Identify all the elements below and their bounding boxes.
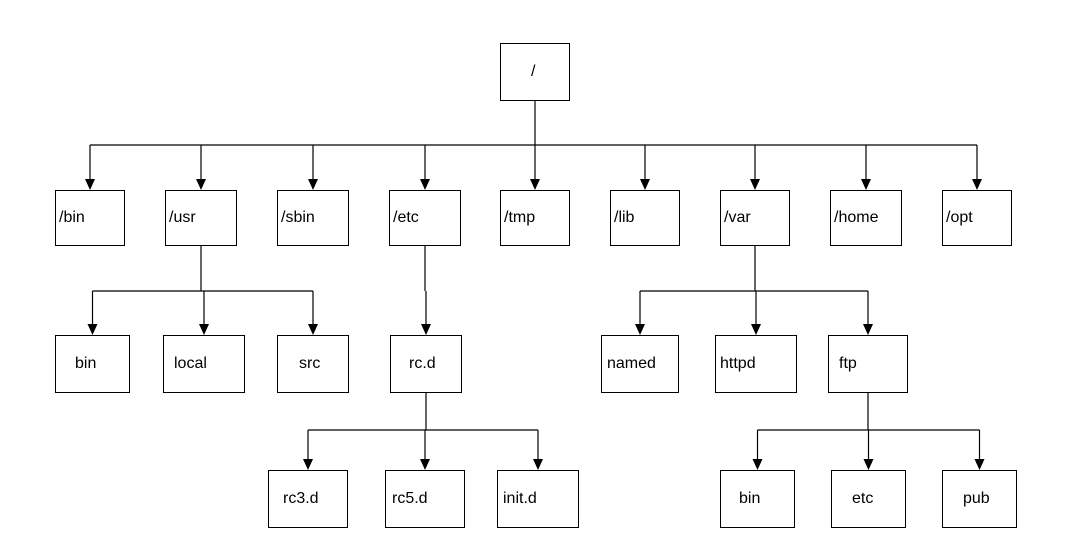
arrowhead-mark <box>308 179 318 190</box>
node-label: /bin <box>59 209 85 226</box>
arrowhead-mark <box>87 324 98 335</box>
node-rc3d: rc3.d <box>268 470 348 528</box>
node-etc-rcd: rc.d <box>390 335 462 393</box>
node-label: bin <box>75 355 97 372</box>
node-label: ftp <box>839 355 857 372</box>
node-var: /var <box>720 190 790 246</box>
arrowhead-mark <box>533 459 543 470</box>
node-label: rc.d <box>409 355 436 372</box>
node-tmp: /tmp <box>500 190 570 246</box>
node-var-named: named <box>601 335 679 393</box>
arrowhead-mark <box>863 459 874 470</box>
node-label: /usr <box>169 209 196 226</box>
arrowhead-mark <box>421 324 431 335</box>
node-ftp-etc: etc <box>831 470 906 528</box>
arrowhead-mark <box>303 459 313 470</box>
arrowhead-mark <box>750 179 760 190</box>
arrowhead-mark <box>196 179 206 190</box>
node-usr-bin: bin <box>55 335 130 393</box>
node-label: /etc <box>393 209 419 226</box>
arrowhead-mark <box>640 179 650 190</box>
node-etc: /etc <box>389 190 461 246</box>
node-label: /sbin <box>281 209 315 226</box>
node-label: pub <box>963 490 990 507</box>
node-ftp-pub: pub <box>942 470 1017 528</box>
node-label: rc3.d <box>283 490 319 507</box>
node-label: /lib <box>614 209 635 226</box>
node-label: /tmp <box>504 209 536 226</box>
node-usr-src: src <box>277 335 349 393</box>
node-opt: /opt <box>942 190 1012 246</box>
node-label: bin <box>739 490 761 507</box>
node-initd: init.d <box>497 470 579 528</box>
node-label: local <box>174 355 207 372</box>
arrowhead-mark <box>85 179 95 190</box>
node-label: rc5.d <box>392 490 428 507</box>
arrowhead-mark <box>635 324 645 335</box>
arrowhead-mark <box>420 179 430 190</box>
node-root: / <box>500 43 570 101</box>
node-label: /var <box>724 209 751 226</box>
node-usr-local: local <box>163 335 245 393</box>
node-var-ftp: ftp <box>828 335 908 393</box>
arrowhead-mark <box>861 179 871 190</box>
arrowhead-mark <box>974 459 985 470</box>
arrowhead-mark <box>530 179 540 190</box>
arrowhead-mark <box>751 324 761 335</box>
node-label: /home <box>834 209 879 226</box>
arrowhead-mark <box>972 179 982 190</box>
node-sbin: /sbin <box>277 190 349 246</box>
node-label: src <box>299 355 321 372</box>
node-label: /opt <box>946 209 973 226</box>
node-label: / <box>531 63 536 80</box>
node-lib: /lib <box>610 190 680 246</box>
node-usr: /usr <box>165 190 237 246</box>
arrowhead-mark <box>863 324 873 335</box>
node-label: init.d <box>503 490 537 507</box>
node-label: etc <box>852 490 874 507</box>
node-var-httpd: httpd <box>715 335 797 393</box>
arrowhead-mark <box>199 324 209 335</box>
node-rc5d: rc5.d <box>385 470 465 528</box>
arrowhead-mark <box>420 459 430 470</box>
node-label: httpd <box>720 355 756 372</box>
node-ftp-bin: bin <box>720 470 795 528</box>
node-bin: /bin <box>55 190 125 246</box>
node-label: named <box>607 355 656 372</box>
arrowhead-mark <box>308 324 318 335</box>
node-home: /home <box>830 190 902 246</box>
arrowhead-mark <box>752 459 763 470</box>
